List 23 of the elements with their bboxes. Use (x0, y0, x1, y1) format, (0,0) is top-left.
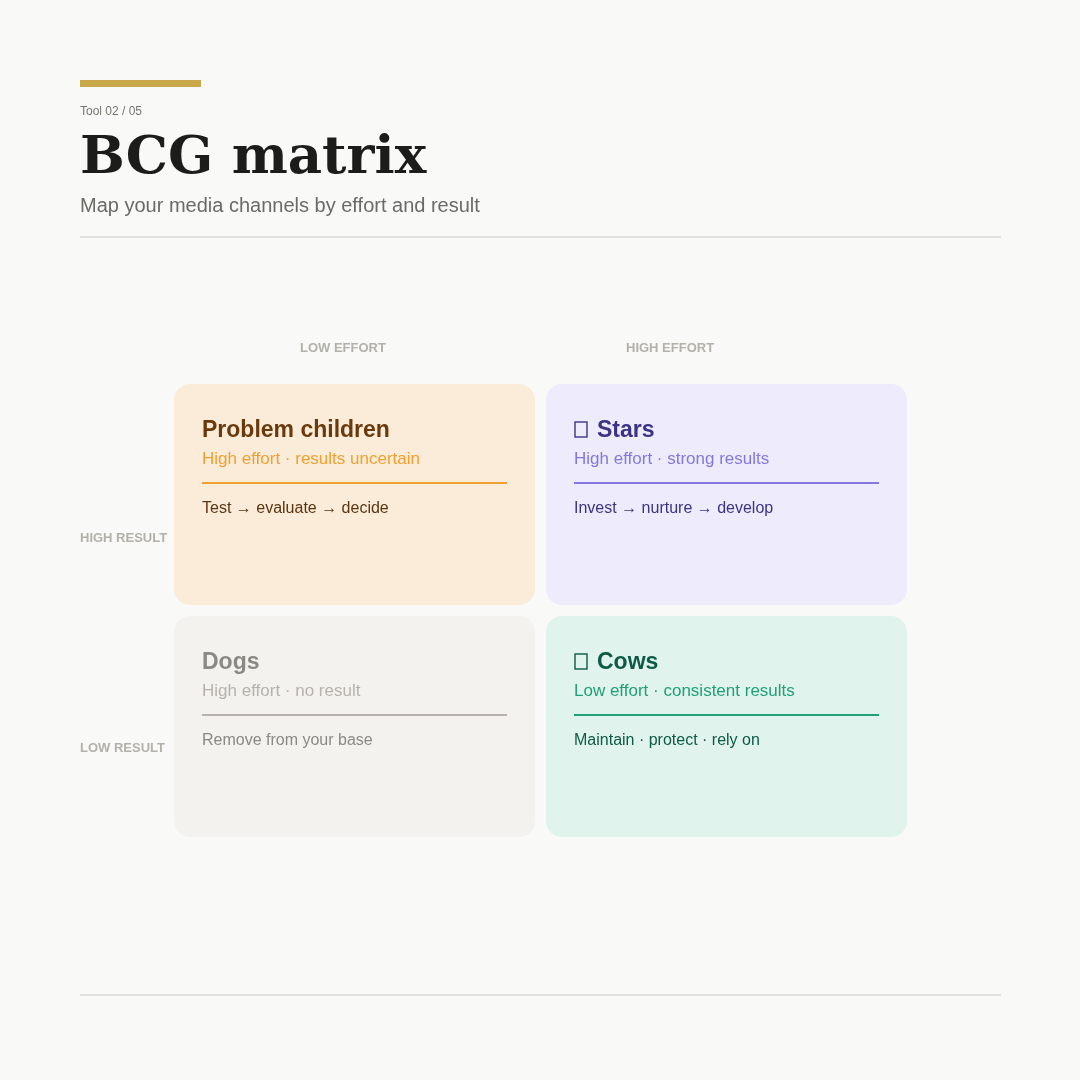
page-title: BCG matrix (80, 122, 427, 187)
axis-label: LOW RESULT (80, 740, 165, 756)
axis-label: LOW EFFORT (300, 340, 386, 356)
quadrant-actions: Maintain · protect · rely on (574, 730, 761, 750)
page-subtitle: Map your media channels by effort and result (80, 193, 480, 218)
quadrant-title: Cows (597, 647, 659, 676)
quadrant-actions: Remove from your base (202, 730, 374, 750)
quadrant-card (546, 616, 907, 837)
tool-counter: Tool 02 / 05 (80, 103, 143, 119)
quadrant-card (174, 384, 535, 605)
quadrant-card (546, 384, 907, 605)
quadrant-title: Stars (597, 415, 655, 444)
axis-label: HIGH EFFORT (626, 340, 715, 356)
quadrant-actions: Test → evaluate → decide (202, 498, 390, 518)
quadrant-title: Problem children (202, 415, 390, 444)
quadrant-subtitle: High effort · strong results (574, 448, 771, 470)
quadrant-subtitle: High effort · results uncertain (202, 448, 421, 470)
quadrant-actions: Invest → nurture → develop (574, 498, 775, 518)
quadrant-title: Dogs (202, 647, 260, 676)
axis-label: HIGH RESULT (80, 530, 168, 546)
quadrant-subtitle: High effort · no result (202, 680, 362, 702)
quadrant-card (174, 616, 535, 837)
quadrant-subtitle: Low effort · consistent results (574, 680, 796, 702)
